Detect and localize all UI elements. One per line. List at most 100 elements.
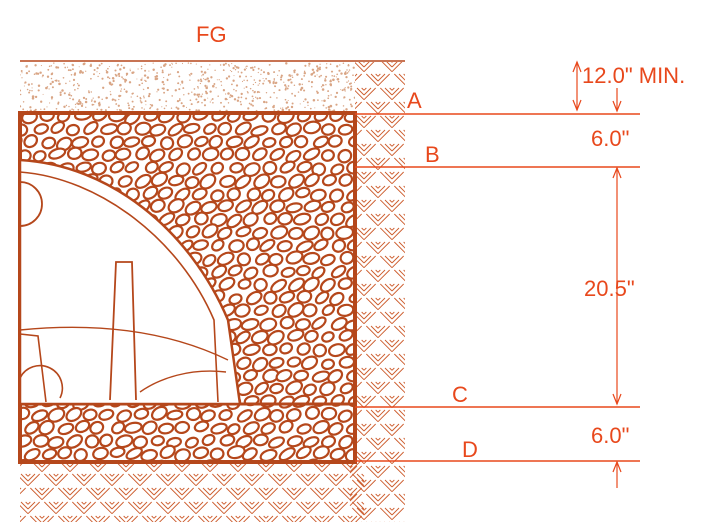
- soil-hatch-stroke: [384, 339, 393, 348]
- soil-hatch-stroke: [394, 297, 405, 310]
- chamber-rib-lower: [139, 370, 227, 393]
- topsoil-speck: [228, 65, 230, 67]
- soil-hatch-stroke: [377, 521, 381, 522]
- topsoil-speck: [245, 97, 248, 100]
- soil-hatch-stroke: [403, 241, 405, 245]
- soil-hatch-stroke: [403, 325, 405, 329]
- stone-pebble: [313, 238, 329, 252]
- topsoil-speck: [59, 91, 62, 94]
- soil-hatch-stroke: [403, 213, 405, 217]
- topsoil-speck: [257, 67, 260, 70]
- topsoil-speck: [92, 97, 94, 99]
- topsoil-speck: [76, 102, 79, 105]
- stone-pebble: [242, 343, 261, 357]
- soil-hatch-stroke: [408, 116, 420, 128]
- soil-hatch-stroke: [384, 199, 393, 208]
- soil-hatch-stroke: [235, 487, 239, 491]
- topsoil-speck: [170, 107, 173, 109]
- soil-hatch-stroke: [282, 515, 295, 522]
- soil-hatch-stroke: [153, 487, 166, 500]
- soil-hatch-stroke: [391, 395, 395, 399]
- topsoil-speck: [285, 107, 288, 110]
- stone-pebble: [252, 356, 269, 373]
- soil-hatch-stroke: [377, 241, 386, 250]
- soil-hatch-stroke: [293, 515, 297, 519]
- soil-hatch-stroke: [403, 185, 405, 189]
- topsoil-speck: [46, 106, 48, 108]
- soil-hatch-stroke: [377, 101, 381, 105]
- soil-hatch-stroke: [413, 312, 420, 319]
- topsoil-speck: [324, 78, 326, 80]
- soil-hatch-stroke: [111, 501, 120, 510]
- soil-hatch-stroke: [391, 367, 400, 376]
- soil-hatch-stroke: [352, 501, 365, 514]
- topsoil-speck: [31, 90, 33, 92]
- soil-hatch-stroke: [151, 487, 155, 491]
- topsoil-speck: [232, 66, 235, 70]
- topsoil-speck: [109, 93, 112, 96]
- topsoil-speck: [195, 109, 198, 112]
- soil-hatch-stroke: [188, 473, 197, 482]
- topsoil-speck: [285, 86, 287, 88]
- topsoil-speck: [293, 84, 296, 87]
- soil-hatch-stroke: [375, 297, 379, 301]
- soil-hatch-stroke: [249, 473, 253, 477]
- stone-pebble: [285, 149, 302, 164]
- topsoil-speck: [253, 91, 256, 94]
- topsoil-speck: [148, 70, 150, 72]
- soil-hatch-stroke: [363, 367, 372, 376]
- topsoil-speck: [343, 88, 346, 91]
- soil-hatch-stroke: [377, 297, 386, 306]
- stone-pebble: [302, 147, 321, 161]
- stone-pebble: [295, 186, 311, 199]
- topsoil-speck: [327, 94, 330, 97]
- soil-hatch-stroke: [406, 466, 408, 468]
- topsoil-speck: [301, 83, 304, 86]
- topsoil-speck: [344, 71, 347, 73]
- topsoil-speck: [251, 95, 254, 98]
- soil-hatch-stroke: [361, 311, 365, 315]
- soil-hatch-stroke: [363, 367, 367, 371]
- soil-hatch-stroke: [377, 269, 390, 282]
- soil-hatch-stroke: [363, 227, 372, 236]
- soil-hatch-stroke: [41, 487, 50, 496]
- topsoil-speck: [81, 103, 84, 105]
- topsoil-speck: [240, 71, 243, 74]
- soil-hatch-stroke: [391, 199, 395, 203]
- soil-hatch-stroke: [349, 487, 362, 500]
- soil-hatch-stroke: [406, 522, 408, 524]
- soil-hatch-stroke: [384, 283, 393, 292]
- soil-hatch-stroke: [384, 395, 393, 404]
- soil-hatch-stroke: [366, 409, 379, 422]
- stone-pebble: [216, 251, 235, 266]
- topsoil-speck: [143, 97, 145, 99]
- soil-hatch-stroke: [403, 73, 405, 77]
- soil-hatch-stroke: [324, 473, 337, 486]
- topsoil-speck: [264, 108, 266, 110]
- topsoil-speck: [140, 67, 143, 70]
- topsoil-speck: [22, 108, 25, 111]
- topsoil-speck: [165, 100, 168, 103]
- topsoil-speck: [91, 100, 93, 102]
- soil-hatch-stroke: [406, 326, 408, 328]
- topsoil-speck: [161, 71, 164, 74]
- topsoil-speck: [206, 92, 208, 95]
- soil-hatch-stroke: [408, 60, 420, 72]
- soil-hatch-stroke: [361, 339, 365, 343]
- soil-hatch-stroke: [67, 487, 71, 491]
- topsoil-speck: [330, 94, 332, 96]
- topsoil-speck: [312, 71, 316, 74]
- soil-hatch-stroke: [391, 339, 395, 343]
- topsoil-speck: [121, 76, 123, 78]
- soil-hatch-stroke: [349, 521, 353, 522]
- soil-hatch-stroke: [356, 255, 365, 264]
- topsoil-speck: [284, 98, 287, 101]
- soil-hatch-stroke: [391, 339, 400, 348]
- soil-hatch-stroke: [391, 255, 404, 268]
- topsoil-speck: [88, 90, 90, 92]
- topsoil-speck: [166, 88, 169, 92]
- soil-hatch-stroke: [406, 270, 418, 282]
- topsoil-speck: [212, 84, 215, 88]
- topsoil-speck: [279, 78, 283, 81]
